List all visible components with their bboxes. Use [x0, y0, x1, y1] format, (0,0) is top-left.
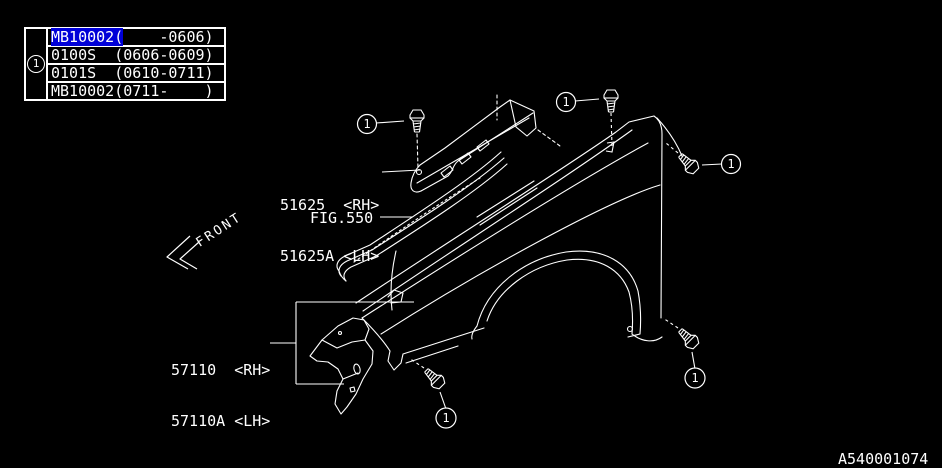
- variant-row-2[interactable]: 0100S (0606-0609): [48, 47, 224, 65]
- callout-circle[interactable]: [557, 93, 576, 112]
- callout-circle[interactable]: [685, 368, 705, 388]
- callout-circle[interactable]: [358, 115, 377, 134]
- variant-code: 0101S: [51, 64, 97, 82]
- callout-group-top-left: 1: [358, 109, 425, 134]
- bracket-51625-drawing: [411, 95, 536, 192]
- front-arrow-icon: [167, 236, 199, 269]
- callout-label: 1: [691, 371, 698, 385]
- sill-rail-drawing: [337, 152, 507, 281]
- callout-label: 1: [363, 117, 370, 131]
- callout-label: 1: [442, 411, 449, 425]
- variant-row-4[interactable]: MB10002(0711- ): [48, 83, 224, 99]
- variant-code-selected: MB10002(: [51, 28, 124, 46]
- bolt-icon: [409, 109, 425, 133]
- variant-code: 0100S: [51, 46, 97, 64]
- variant-code: MB10002(: [51, 82, 124, 100]
- part-label-51625[interactable]: 51625 <RH> 51625A <LH>: [280, 163, 379, 299]
- part-label-51625-lh: 51625A <LH>: [280, 247, 380, 265]
- callout-group-bottom-center: 1: [409, 358, 456, 428]
- leader-lines: [270, 170, 420, 384]
- variant-range: (0606-0609): [96, 46, 214, 64]
- variant-range: -0606): [123, 28, 214, 46]
- variant-row-3[interactable]: 0101S (0610-0711): [48, 65, 224, 83]
- callout-group-bottom-right: 1: [663, 318, 705, 388]
- variant-range: 0711- ): [123, 82, 214, 100]
- callout-group-right: 1: [666, 143, 741, 177]
- fender-drawing: [356, 116, 682, 370]
- figure-ref-label[interactable]: FIG.550: [310, 209, 374, 227]
- variant-table: 1 MB10002( -0606) 0100S (0606-0609) 0101…: [24, 27, 226, 101]
- bolt-icon: [603, 89, 619, 113]
- variant-range: (0610-0711): [96, 64, 214, 82]
- part-label-57110-rh: 57110 <RH>: [171, 361, 271, 379]
- callout-circle[interactable]: [722, 155, 741, 174]
- bolt-icon: [420, 364, 448, 392]
- part-label-57110[interactable]: 57110 <RH> 57110A <LH>: [171, 328, 270, 464]
- variant-row-1[interactable]: MB10002( -0606): [48, 28, 224, 47]
- part-label-57110-lh: 57110A <LH>: [171, 412, 271, 430]
- callout-label: 1: [727, 157, 734, 171]
- bolt-icon: [674, 324, 702, 352]
- callout-circle[interactable]: [436, 408, 456, 428]
- table-callout-marker: 1: [27, 55, 45, 73]
- callout-label: 1: [562, 95, 569, 109]
- variant-rows: MB10002( -0606) 0100S (0606-0609) 0101S …: [48, 28, 224, 99]
- bracket-57110-drawing: [310, 318, 373, 414]
- part-label-51625-rh: 51625 <RH>: [280, 196, 380, 214]
- variant-table-marker-cell: 1: [26, 29, 48, 99]
- callout-group-top-center: 1: [557, 89, 619, 152]
- diagram-code: A540001074: [838, 450, 929, 468]
- bolt-icon: [674, 149, 702, 177]
